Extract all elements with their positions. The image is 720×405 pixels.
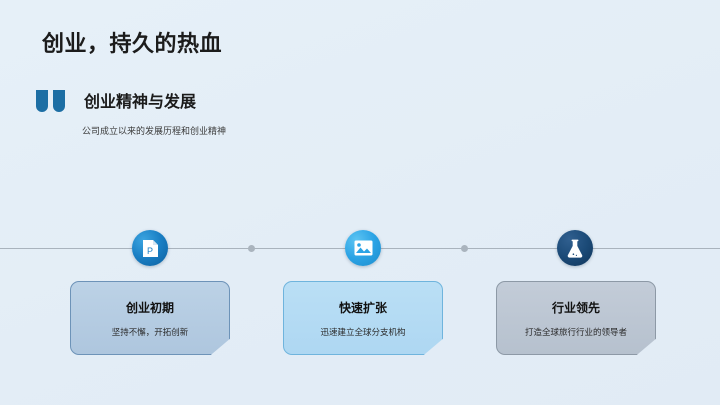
page-title: 创业，持久的热血 <box>42 31 223 56</box>
milestone-card-title: 行业领先 <box>551 300 600 315</box>
timeline-tick-dot <box>461 245 468 252</box>
milestone-node-1[interactable]: P <box>132 230 168 266</box>
milestone-node-3[interactable] <box>557 230 593 266</box>
quote-mark-icon <box>36 90 70 116</box>
milestone-card-description: 迅速建立全球分支机构 <box>320 326 406 337</box>
milestone-card-title: 创业初期 <box>125 300 174 315</box>
milestone-card-description: 打造全球旅行行业的领导者 <box>524 326 627 337</box>
document-p-icon: P <box>142 239 159 258</box>
milestone-card-1[interactable]: 创业初期 坚持不懈，开拓创新 <box>70 281 230 355</box>
milestone-card-2[interactable]: 快速扩张 迅速建立全球分支机构 <box>283 281 443 355</box>
svg-text:P: P <box>147 246 153 256</box>
image-picture-icon <box>354 240 373 256</box>
milestone-node-2[interactable] <box>345 230 381 266</box>
section-heading: 创业精神与发展 <box>84 94 197 111</box>
milestone-card-title: 快速扩张 <box>338 300 387 315</box>
section-subtitle: 公司成立以来的发展历程和创业精神 <box>82 126 227 136</box>
milestone-card-3[interactable]: 行业领先 打造全球旅行行业的领导者 <box>496 281 656 355</box>
milestone-card-description: 坚持不懈，开拓创新 <box>111 326 189 337</box>
timeline-tick-dot <box>248 245 255 252</box>
flask-lab-icon <box>566 239 584 258</box>
